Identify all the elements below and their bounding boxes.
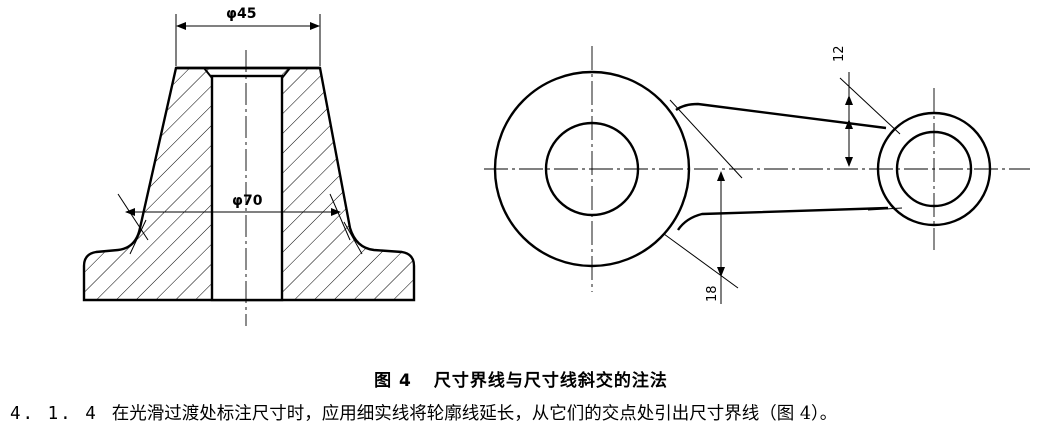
large-boss-outer [493, 70, 691, 268]
dim-12: 12 [832, 45, 847, 62]
small-boss-outer [876, 111, 992, 227]
clause-paragraph: 4. 1. 4 在光滑过渡处标注尺寸时，应用细实线将轮廓线延长，从它们的交点处引出… [10, 400, 837, 425]
figure-caption-title: 尺寸界线与尺寸线斜交的注法 [433, 371, 668, 391]
right-plan-view: 12 18 [484, 45, 1030, 304]
figure-caption: 图 4 尺寸界线与尺寸线斜交的注法 [0, 366, 1042, 391]
arm-upper-edge [675, 102, 887, 130]
dim-phi70: φ70 [232, 193, 263, 209]
large-boss-inner [544, 121, 640, 217]
dim-phi45: φ45 [226, 6, 256, 22]
clause-number: 4. 1. 4 [10, 404, 98, 424]
clause-text: 在光滑过渡处标注尺寸时，应用细实线将轮廓线延长，从它们的交点处引出尺寸界线（图 … [111, 404, 838, 424]
dim-18: 18 [705, 285, 720, 302]
left-section-view: φ45 φ70 [82, 6, 416, 326]
figure-4-drawing: φ45 φ70 12 1 [82, 6, 1030, 326]
small-boss-inner [895, 130, 973, 208]
figure-caption-number: 图 4 [374, 371, 412, 391]
hatched-section-left [84, 68, 212, 300]
hatched-section-right [282, 68, 414, 300]
arm-lower-edge [677, 206, 889, 231]
bore [210, 74, 284, 302]
